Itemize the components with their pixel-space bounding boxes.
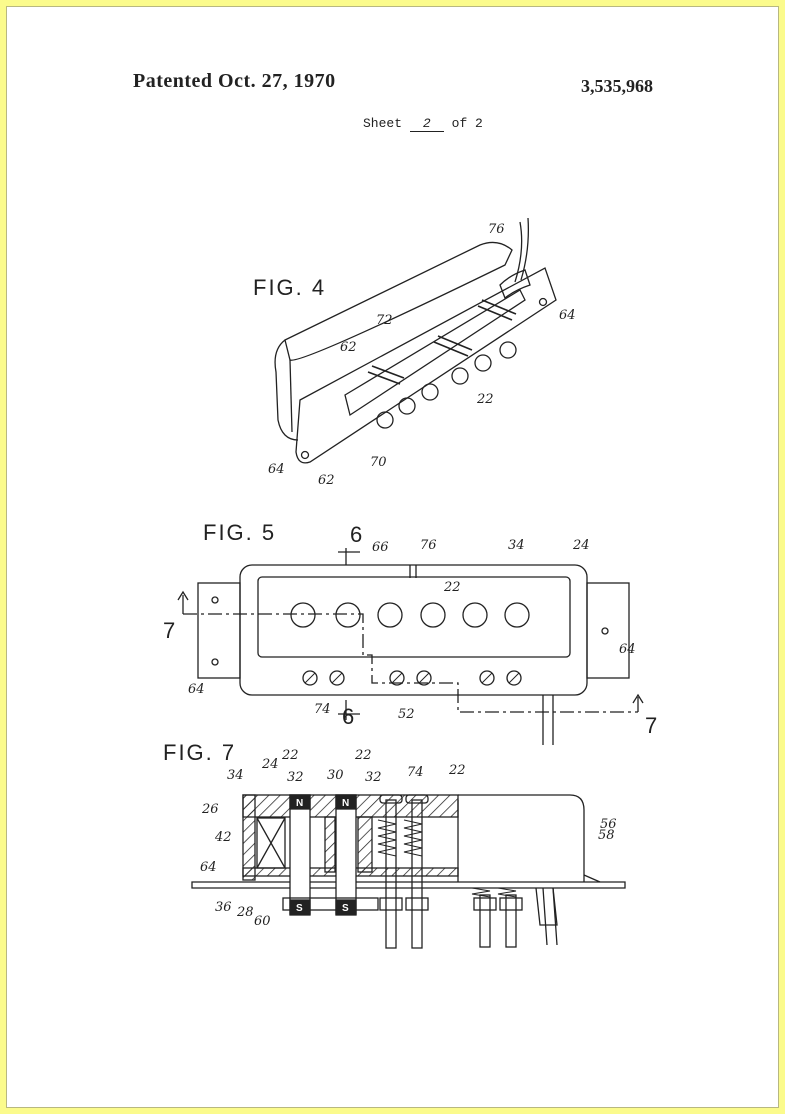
fig7-ref-32: 32 (365, 770, 382, 785)
fig7-ref-26: 26 (202, 802, 219, 817)
fig7-ref-32: 32 (287, 770, 304, 785)
fig7-ref-42: 42 (215, 830, 232, 845)
fig7-ref-58: 58 (598, 828, 615, 843)
fig7-pole-s-1: S (296, 903, 303, 914)
fig7-ref-28: 28 (237, 905, 254, 920)
fig7-springs (378, 820, 516, 897)
fig7-ref-60: 60 (254, 914, 271, 929)
fig7-ref-22: 22 (282, 748, 299, 763)
fig7-ref-64: 64 (200, 860, 217, 875)
fig7-ref-22: 22 (355, 748, 372, 763)
fig7-ref-30: 30 (327, 768, 344, 783)
fig7-ref-74: 74 (407, 765, 424, 780)
fig7-base-plate (192, 882, 625, 888)
fig7-ref-34: 34 (227, 768, 244, 783)
fig7-cover (458, 795, 584, 882)
fig7-pole-n-2: N (342, 798, 349, 809)
fig7-pole-n-1: N (296, 798, 303, 809)
fig7-ref-36: 36 (215, 900, 232, 915)
fig7-lead-wire (543, 888, 557, 945)
fig7-ref-22: 22 (449, 763, 466, 778)
fig7-ref-24: 24 (262, 757, 279, 772)
fig7-pole-s-2: S (342, 903, 349, 914)
